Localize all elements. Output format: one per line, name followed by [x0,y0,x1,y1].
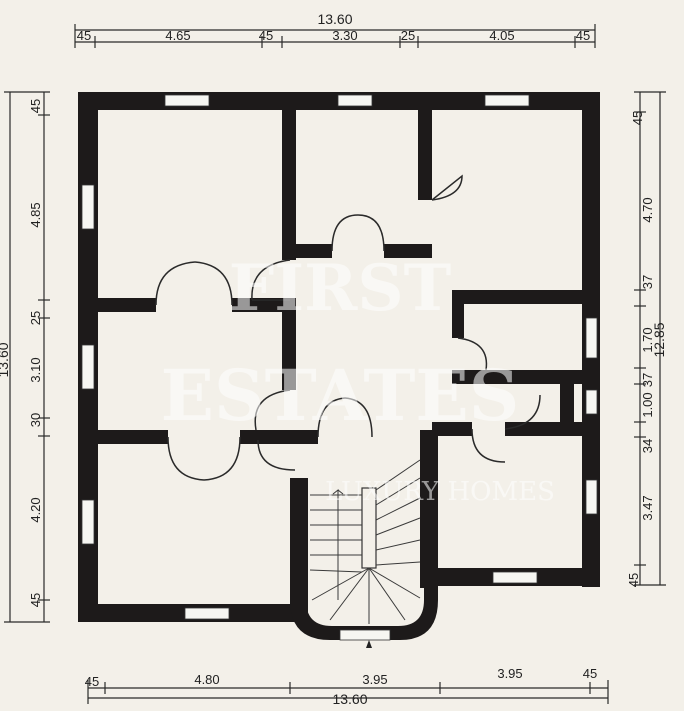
top-seg-0: 45 [77,28,91,43]
left-seg-5: 4.20 [28,497,43,522]
bottom-dimension-chain: 45 4.80 3.95 3.95 45 13.60 [85,666,609,707]
top-dimension-chain: 13.60 45 4.65 45 3.30 25 4.05 45 [74,11,596,48]
right-seg-1: 4.70 [640,197,655,222]
bottom-seg-2: 3.95 [362,672,387,687]
bottom-total-label: 13.60 [332,691,367,707]
top-seg-4: 25 [401,28,415,43]
right-seg-8: 45 [626,573,641,587]
windows [81,94,598,641]
left-seg-2: 25 [28,311,43,325]
interior-walls [98,110,582,444]
bottom-seg-4: 45 [583,666,597,681]
left-seg-3: 3.10 [28,357,43,382]
right-total-label: 12.85 [651,322,667,357]
right-seg-0: 45 [630,111,645,125]
right-seg-6: 34 [640,439,655,453]
left-total-label: 13.60 [0,342,11,377]
left-seg-6: 45 [28,593,43,607]
right-seg-3: 1.70 [640,327,655,352]
top-seg-1: 4.65 [165,28,190,43]
right-seg-5: 1.00 [640,392,655,417]
bottom-seg-3: 3.95 [497,666,522,681]
right-seg-2: 37 [640,275,655,289]
doors [155,174,541,481]
left-seg-1: 4.85 [28,202,43,227]
staircase [309,459,421,648]
right-dimension-chain: 45 4.70 37 1.70 37 1.00 34 3.47 45 12.85 [626,91,667,587]
watermark-line3: LUXURY HOMES [325,477,555,507]
watermark-logo: FIRST ESTATES LUXURY HOMES [161,251,555,507]
top-seg-5: 4.05 [489,28,514,43]
right-seg-7: 3.47 [640,495,655,520]
watermark-line1: FIRST [229,251,451,326]
left-dimension-chain: 13.60 45 4.85 25 3.10 30 4.20 45 [0,91,50,623]
top-total-label: 13.60 [317,11,352,27]
left-seg-0: 45 [28,99,43,113]
top-seg-6: 45 [576,28,590,43]
top-seg-3: 3.30 [332,28,357,43]
bottom-seg-1: 4.80 [194,672,219,687]
top-seg-2: 45 [259,28,273,43]
left-seg-4: 30 [28,413,43,427]
right-seg-4: 37 [640,373,655,387]
bottom-seg-0: 45 [85,674,99,689]
watermark-line2: ESTATES [161,354,520,437]
